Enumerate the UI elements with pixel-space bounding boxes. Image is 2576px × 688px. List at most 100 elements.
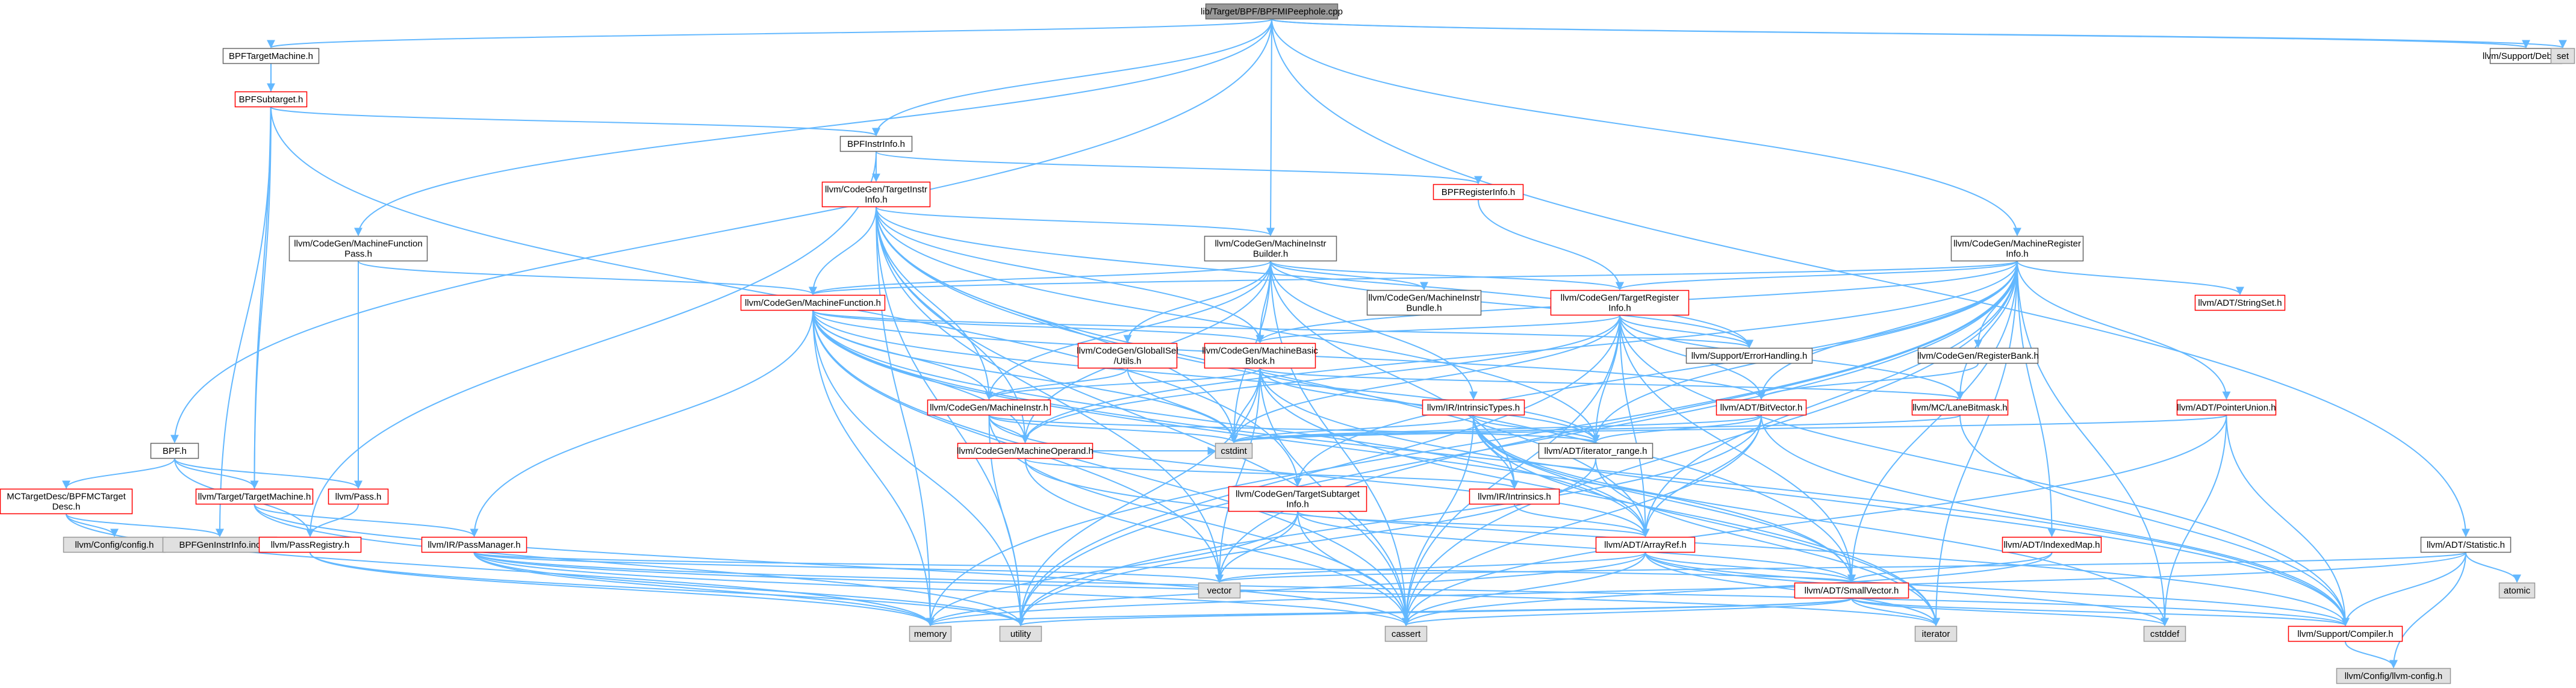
edge-iterr-to-iterator	[1595, 458, 1940, 627]
node-label: llvm/IR/PassManager.h	[428, 540, 520, 550]
edge-mop-to-intrin	[1024, 458, 1519, 489]
edge-mri-to-idxmap	[2017, 261, 2056, 538]
node-label: vector	[1207, 586, 1232, 596]
node-errh[interactable]: llvm/Support/ErrorHandling.h	[1685, 347, 1813, 364]
edge-arrref-to-vector	[1215, 552, 1646, 583]
node-passreg[interactable]: llvm/PassRegistry.h	[258, 536, 362, 553]
node-box	[2002, 536, 2102, 553]
node-box	[0, 488, 133, 515]
node-label: Pass.h	[344, 249, 372, 259]
edge-stat-to-memory	[926, 552, 2466, 627]
node-label: BPFGenInstrInfo.inc	[179, 540, 261, 550]
edge-mri-to-cstddef	[2017, 261, 2169, 627]
node-strset[interactable]: llvm/ADT/StringSet.h	[2194, 294, 2286, 311]
node-box	[1914, 625, 1958, 642]
node-box	[2498, 582, 2536, 599]
node-label: cstddef	[2150, 629, 2180, 639]
node-utility: utility	[999, 625, 1042, 642]
edge-bpfii-to-bpfreg	[876, 151, 1482, 185]
node-label: atomic	[2504, 586, 2531, 596]
node-label: Block.h	[1245, 356, 1275, 367]
node-box	[1595, 536, 1696, 553]
node-root[interactable]: lib/Target/BPF/BPFMIPeephole.cpp	[1201, 3, 1343, 20]
node-compiler[interactable]: llvm/Support/Compiler.h	[2288, 625, 2403, 642]
edge-root-to-stat	[1271, 19, 2470, 538]
node-label: BPFInstrInfo.h	[847, 139, 905, 149]
node-vector: vector	[1198, 582, 1241, 599]
node-passmgr[interactable]: llvm/IR/PassManager.h	[421, 536, 527, 553]
node-bitv[interactable]: llvm/ADT/BitVector.h	[1716, 399, 1807, 416]
node-stat[interactable]: llvm/ADT/Statistic.h	[2420, 536, 2512, 553]
node-box	[2420, 536, 2512, 553]
node-box	[63, 536, 166, 553]
node-box	[1422, 399, 1525, 416]
edge-tm-to-passmgr	[254, 504, 479, 538]
node-idxmap[interactable]: llvm/ADT/IndexedMap.h	[2002, 536, 2102, 553]
node-pass[interactable]: llvm/Pass.h	[328, 488, 389, 505]
node-ptru[interactable]: llvm/ADT/PointerUnion.h	[2176, 399, 2277, 416]
node-mop[interactable]: llvm/CodeGen/MachineOperand.h	[957, 442, 1094, 459]
node-bpfreg[interactable]: BPFRegisterInfo.h	[1433, 184, 1524, 200]
node-tm[interactable]: llvm/Target/TargetMachine.h	[195, 488, 314, 505]
node-box	[1204, 342, 1316, 369]
node-memory: memory	[909, 625, 952, 642]
node-label: MCTargetDesc/BPFMCTarget	[7, 492, 126, 502]
node-lanebm[interactable]: llvm/MC/LaneBitmask.h	[1911, 399, 2009, 416]
edge-bpfh-to-tm	[174, 458, 259, 489]
node-box	[2489, 48, 2563, 64]
edge-gisel-to-cstdint	[1127, 368, 1238, 444]
node-label: llvm/Pass.h	[335, 492, 382, 502]
node-box	[1433, 184, 1524, 200]
node-box	[1917, 347, 2039, 364]
node-label: llvm/CodeGen/MachineOperand.h	[957, 446, 1094, 456]
edge-pass-to-passreg	[306, 504, 359, 538]
node-regbank[interactable]: llvm/CodeGen/RegisterBank.h	[1917, 347, 2039, 364]
node-label: llvm/Target/TargetMachine.h	[198, 492, 311, 502]
node-box	[1685, 347, 1813, 364]
edge-mri-to-cassert	[1402, 261, 2018, 627]
node-box	[1384, 625, 1428, 642]
node-label: Info.h	[1608, 303, 1631, 314]
node-label: llvm/CodeGen/GlobalISel	[1077, 346, 1178, 356]
node-gisel[interactable]: llvm/CodeGen/GlobalISel/Utils.h	[1077, 342, 1178, 369]
node-bpfii[interactable]: BPFInstrInfo.h	[839, 135, 913, 152]
node-bpfsub[interactable]: BPFSubtarget.h	[234, 91, 308, 108]
edge-lanebm-to-compiler	[1959, 415, 2350, 627]
node-mf[interactable]: llvm/CodeGen/MachineFunction.h	[740, 294, 886, 311]
node-debug[interactable]: llvm/Support/Debug.h	[2483, 48, 2569, 64]
edge-root-to-bpftm	[267, 19, 1272, 49]
edge-mf-to-compiler	[812, 310, 2350, 627]
node-smallv[interactable]: llvm/ADT/SmallVector.h	[1794, 582, 1909, 599]
edge-bpfh-to-mctd	[62, 458, 175, 489]
edge-stat-to-atomic	[2465, 552, 2521, 583]
node-box	[1215, 442, 1253, 459]
edge-passmgr-to-vector	[473, 552, 1224, 583]
node-iterr[interactable]: llvm/ADT/iterator_range.h	[1538, 442, 1654, 459]
node-bpftm[interactable]: BPFTargetMachine.h	[222, 48, 320, 64]
node-label: /Utils.h	[1114, 356, 1142, 367]
edge-tsi-to-memory	[926, 511, 1298, 627]
node-box	[1794, 582, 1909, 599]
node-intrt[interactable]: llvm/IR/IntrinsicTypes.h	[1422, 399, 1525, 416]
node-arrref[interactable]: llvm/ADT/ArrayRef.h	[1595, 536, 1696, 553]
edge-smallv-to-cstddef	[1851, 598, 2169, 627]
node-bpfh[interactable]: BPF.h	[150, 442, 199, 459]
edge-ptru-to-cassert	[1402, 415, 2227, 627]
node-intrin[interactable]: llvm/IR/Intrinsics.h	[1469, 488, 1560, 505]
node-atomic: atomic	[2498, 582, 2536, 599]
edge-tm-to-cassert	[254, 504, 1410, 627]
node-box	[740, 294, 886, 311]
edge-mri-to-vector	[1215, 261, 2018, 583]
edge-smallv-to-cassert	[1402, 598, 1852, 627]
node-mi[interactable]: llvm/CodeGen/MachineInstr.h	[927, 399, 1051, 416]
edge-compiler-to-llvmcfg	[2345, 641, 2398, 669]
